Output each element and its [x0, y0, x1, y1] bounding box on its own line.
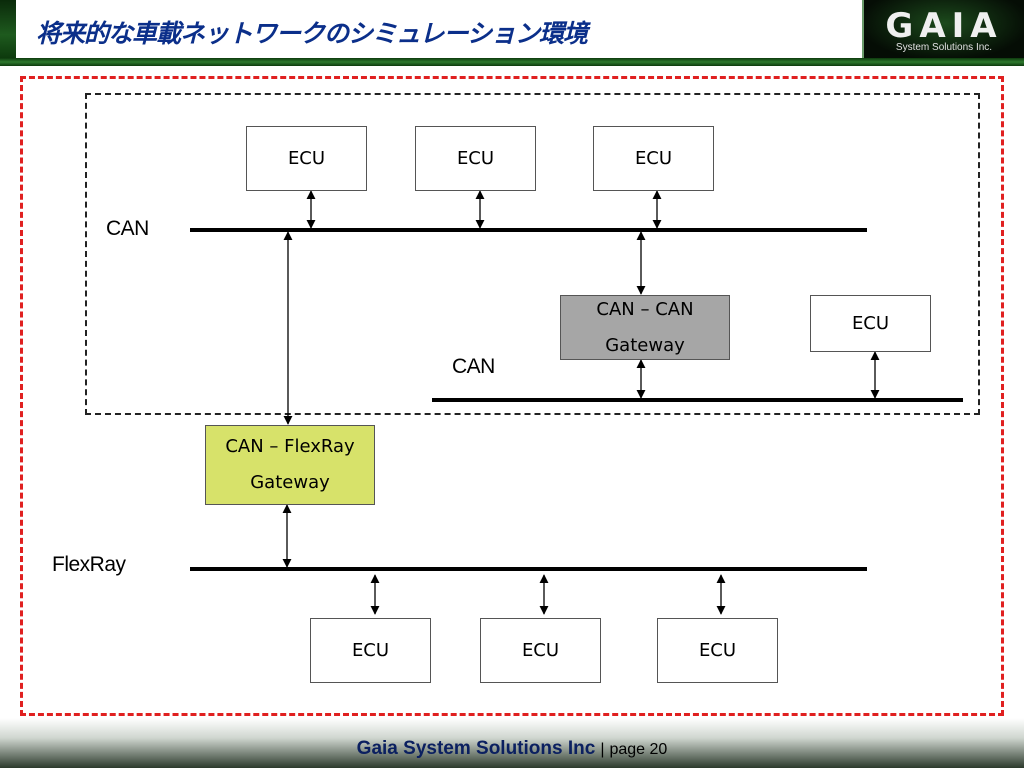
bottom-ecu-3: ECU: [657, 618, 778, 683]
gateway-title: CAN – FlexRay: [225, 436, 355, 457]
footer-text: Gaia System Solutions Inc | page 20: [0, 738, 1024, 760]
ecu-label: ECU: [851, 312, 890, 334]
bottom-ecu-2: ECU: [480, 618, 601, 683]
ecu-label: ECU: [698, 639, 737, 661]
top-ecu-3: ECU: [593, 126, 714, 191]
gateway-title: CAN – CAN: [596, 298, 694, 320]
can-flexray-gateway: CAN – FlexRay Gateway: [205, 425, 375, 505]
footer-page-number: page 20: [609, 741, 668, 758]
can-domain-frame: [85, 93, 980, 415]
header-accent-block: [0, 0, 16, 58]
slide-footer: [0, 718, 1024, 768]
ecu-label: ECU: [456, 147, 495, 169]
can-bus-1-label: CAN: [106, 217, 149, 240]
gateway-subtitle: Gateway: [250, 472, 330, 493]
ecu-label: ECU: [287, 147, 326, 169]
flexray-bus-label: FlexRay: [52, 553, 126, 576]
slide-header: 将来的な車載ネットワークのシミュレーション環境 GAIA System Solu…: [0, 0, 1024, 66]
header-band: [0, 58, 1024, 66]
footer-company: Gaia System Solutions Inc: [356, 738, 596, 759]
top-ecu-2: ECU: [415, 126, 536, 191]
ecu-label: ECU: [521, 639, 560, 661]
bottom-ecu-1: ECU: [310, 618, 431, 683]
ecu-label: ECU: [351, 639, 390, 661]
logo-subtitle: System Solutions Inc.: [895, 42, 993, 53]
gateway-subtitle: Gateway: [605, 334, 685, 356]
simulation-environment-frame: [20, 76, 1004, 716]
logo-wordmark: GAIA: [885, 6, 1003, 46]
slide-title: 将来的な車載ネットワークのシミュレーション環境: [36, 19, 588, 48]
footer-separator: |: [600, 741, 605, 758]
can-bus-2-label: CAN: [452, 355, 495, 378]
ecu-label: ECU: [634, 147, 673, 169]
right-ecu: ECU: [810, 295, 931, 352]
gaia-logo: GAIA System Solutions Inc.: [862, 0, 1024, 58]
top-ecu-1: ECU: [246, 126, 367, 191]
can-can-gateway: CAN – CAN Gateway: [560, 295, 730, 360]
